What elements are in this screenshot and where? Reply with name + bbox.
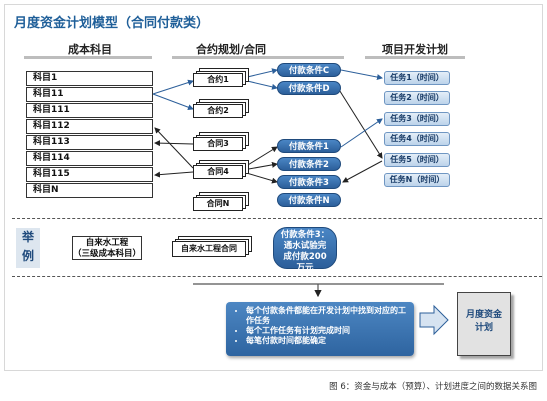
section-divider <box>12 276 542 277</box>
task-item: 任务2（时间） <box>384 91 450 105</box>
contract-stack: 合约1 <box>193 68 249 87</box>
task-item: 任务5（时间） <box>384 153 450 167</box>
example-payment-line: 付款条件3： <box>280 230 330 240</box>
column-divider-contracts <box>172 56 344 59</box>
note-item: 每个工作任务有计划完成时间 <box>246 326 408 336</box>
example-payment-condition: 付款条件3： 通水试验完 成付款200 万元 <box>273 227 337 273</box>
task-item: 任务4（时间） <box>384 132 450 146</box>
example-label-top: 举 <box>21 230 34 244</box>
contract-stack: 合同N <box>193 192 249 211</box>
subject-item: 科目114 <box>26 151 153 166</box>
task-item: 任务1（时间） <box>384 71 450 85</box>
contract-stack: 合同4 <box>193 160 249 179</box>
payment-condition: 付款条件C <box>277 63 341 77</box>
note-item: 每笔付款时间都能确定 <box>246 336 408 346</box>
subject-item: 科目113 <box>26 135 153 150</box>
example-label-bottom: 例 <box>21 249 34 263</box>
payment-condition: 付款条件D <box>277 81 341 95</box>
link-contract3-subject113 <box>154 140 194 147</box>
column-header-plan: 项目开发计划 <box>382 43 448 56</box>
column-divider-subjects <box>24 56 152 59</box>
note-item: 每个付款条件都能在开发计划中找到对应的工作任务 <box>246 306 408 326</box>
column-divider-plan <box>365 56 465 59</box>
monthly-fund-plan-document: 月度资金 计划 <box>457 292 511 356</box>
contract-label: 合同3 <box>193 137 243 151</box>
example-contract-label: 自来水工程合同 <box>172 241 246 257</box>
payment-condition: 付款条件N <box>277 193 341 207</box>
payment-condition: 付款条件3 <box>277 175 341 189</box>
subject-item: 科目1 <box>26 71 153 86</box>
result-arrow <box>419 304 449 336</box>
contract-stack: 合约2 <box>193 99 249 118</box>
subject-item: 科目111 <box>26 103 153 118</box>
figure-caption: 图 6：资金与成本（预算）、计划进度之间的数据关系图 <box>329 382 537 392</box>
result-line: 计划 <box>474 323 493 333</box>
section-divider <box>12 218 542 219</box>
link-subject11-contract1 <box>152 79 194 95</box>
subject-item: 科目115 <box>26 167 153 182</box>
payment-condition: 付款条件2 <box>277 157 341 171</box>
subject-item: 科目N <box>26 183 153 198</box>
payment-condition: 付款条件1 <box>277 139 341 153</box>
example-payment-line: 通水试验完 <box>283 241 327 251</box>
subject-item: 科目112 <box>26 119 153 134</box>
task-item: 任务N（时间） <box>384 173 450 187</box>
example-contract-stack: 自来水工程合同 <box>172 236 252 257</box>
example-subject-level: （三级成本科目） <box>73 249 142 259</box>
link-subject11-contract2 <box>152 93 194 111</box>
example-label: 举 例 <box>16 228 40 268</box>
contract-stack: 合同3 <box>193 132 249 151</box>
link-payment1-task3 <box>340 118 383 148</box>
example-payment-line: 成付款200 <box>283 252 327 262</box>
link-task5-payment3 <box>342 160 383 183</box>
contract-label: 合约1 <box>193 73 243 87</box>
notes-box: 每个付款条件都能在开发计划中找到对应的工作任务 每个工作任务有计划完成时间 每笔… <box>226 302 414 356</box>
contract-label: 合同4 <box>193 165 243 179</box>
link-contract4-subject115 <box>154 171 194 178</box>
example-payment-line: 万元 <box>296 263 314 273</box>
column-header-subjects: 成本科目 <box>68 43 112 56</box>
example-subject: 自来水工程 （三级成本科目） <box>72 236 142 260</box>
diagram-title: 月度资金计划模型（合同付款类） <box>14 16 210 31</box>
example-subject-name: 自来水工程 <box>85 238 129 248</box>
task-item: 任务3（时间） <box>384 112 450 126</box>
link-paymentC-task1 <box>340 69 383 80</box>
link-contract4-subject112 <box>154 127 194 169</box>
contract-label: 合同N <box>193 197 243 211</box>
contract-label: 合约2 <box>193 104 243 118</box>
subject-item: 科目11 <box>26 87 153 102</box>
result-line: 月度资金 <box>465 310 502 320</box>
link-paymentD-task5 <box>337 87 383 159</box>
column-header-contracts: 合约规划/合同 <box>195 43 267 56</box>
